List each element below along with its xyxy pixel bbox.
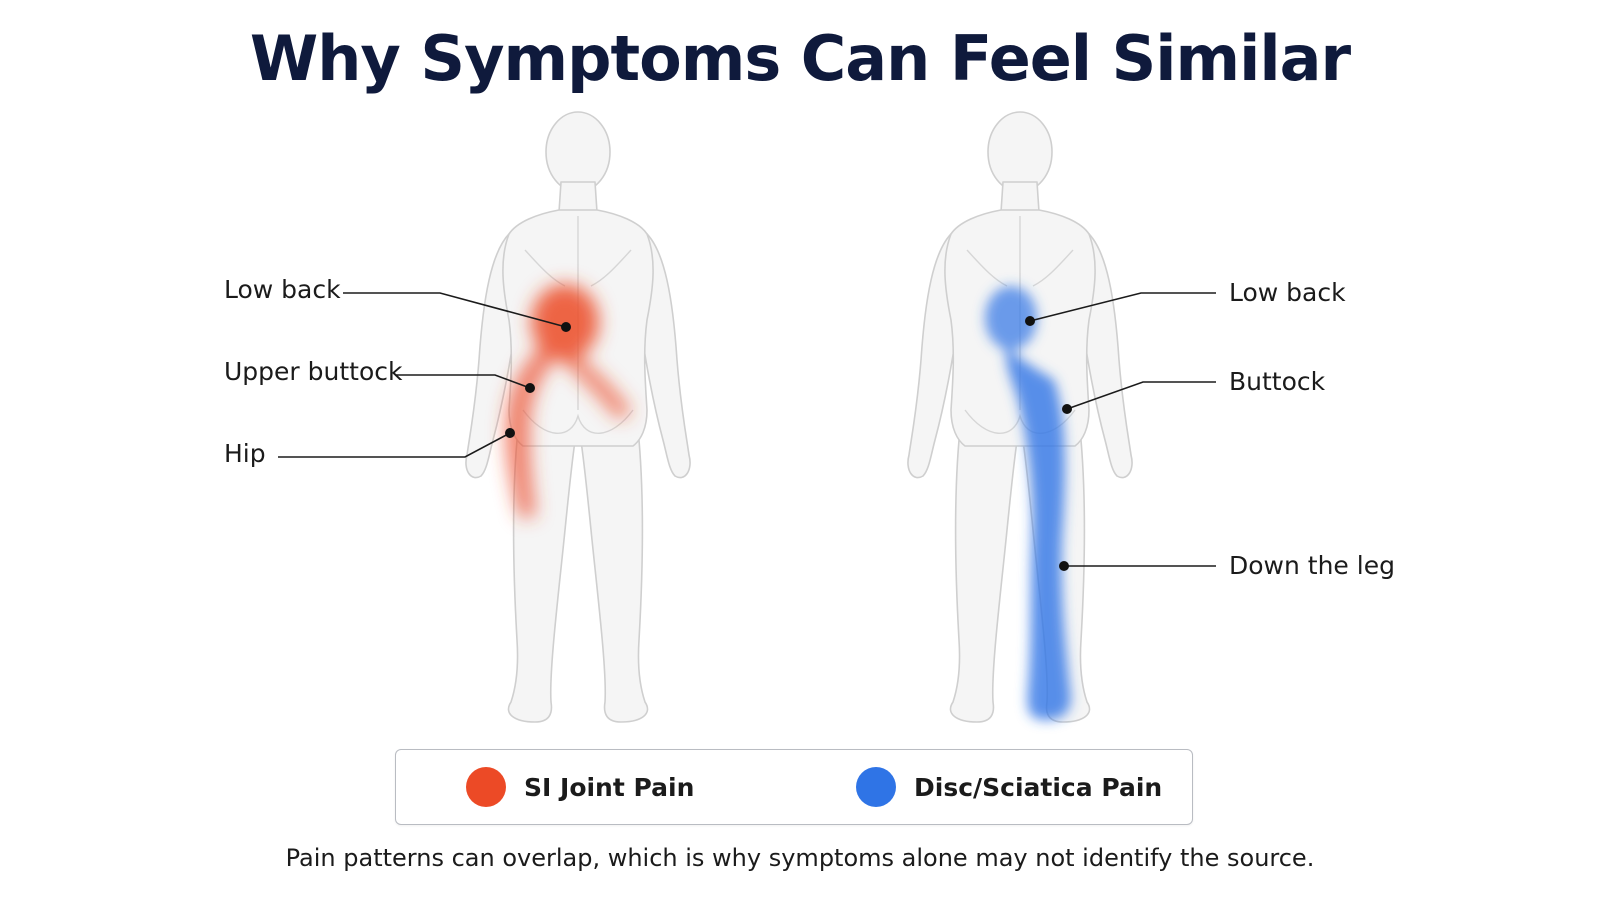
left-marker-dots bbox=[505, 322, 571, 438]
label-down-the-leg: Down the leg bbox=[1229, 551, 1395, 580]
right-body-figure bbox=[907, 111, 1133, 723]
marker-down-the-leg bbox=[1059, 561, 1069, 571]
legend-dot-si-joint bbox=[466, 767, 506, 807]
legend-label-si-joint: SI Joint Pain bbox=[524, 772, 695, 802]
disc-sciatica-pain-area bbox=[985, 286, 1071, 720]
marker-upper-buttock bbox=[525, 383, 535, 393]
legend-item-disc-sciatica: Disc/Sciatica Pain bbox=[856, 750, 1162, 824]
leader-line-low-back-left bbox=[343, 292, 567, 328]
label-low-back-right: Low back bbox=[1229, 278, 1346, 307]
legend-item-si-joint: SI Joint Pain bbox=[466, 750, 694, 824]
label-hip: Hip bbox=[224, 439, 266, 468]
right-marker-dots bbox=[1025, 316, 1072, 571]
si-joint-pain-area bbox=[505, 284, 632, 518]
leader-line-upper-buttock bbox=[395, 374, 531, 389]
leader-line-hip bbox=[278, 432, 511, 458]
marker-low-back-left bbox=[561, 322, 571, 332]
legend-dot-disc-sciatica bbox=[856, 767, 896, 807]
page-title: Why Symptoms Can Feel Similar bbox=[249, 22, 1351, 95]
marker-low-back-right bbox=[1025, 316, 1035, 326]
legend-label-disc-sciatica: Disc/Sciatica Pain bbox=[914, 772, 1163, 802]
right-leader-lines bbox=[1029, 292, 1216, 567]
leader-line-buttock bbox=[1066, 381, 1216, 410]
leader-line-low-back-right bbox=[1029, 292, 1216, 322]
left-body-figure bbox=[465, 111, 691, 723]
marker-hip bbox=[505, 428, 515, 438]
label-buttock: Buttock bbox=[1229, 367, 1326, 396]
label-low-back-left: Low back bbox=[224, 275, 341, 304]
label-upper-buttock: Upper buttock bbox=[224, 357, 403, 386]
legend-box: SI Joint Pain Disc/Sciatica Pain bbox=[395, 749, 1193, 825]
caption-text: Pain patterns can overlap, which is why … bbox=[285, 844, 1315, 872]
left-leader-lines bbox=[278, 292, 567, 458]
marker-buttock bbox=[1062, 404, 1072, 414]
